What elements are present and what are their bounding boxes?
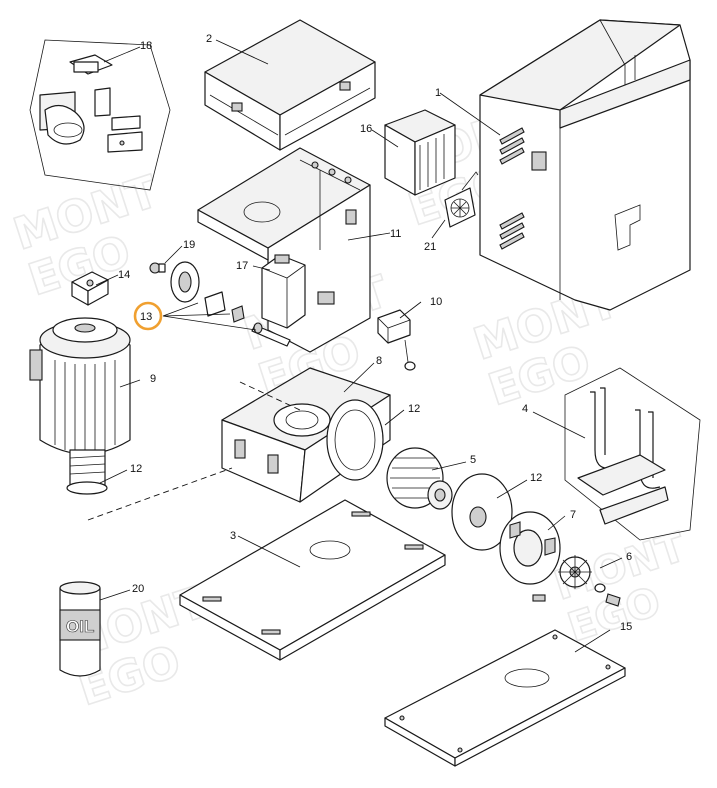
part-4-anchor-bolts [564,367,701,541]
part-20-oil-can: OIL [59,581,101,677]
label-2: 2 [206,33,212,45]
part-2-lid [204,19,376,151]
part-12-disc [451,473,513,551]
label-21: 21 [424,241,436,253]
vent-slots-bottom [499,212,525,250]
label-12-upper: 12 [408,403,420,415]
part-19-screw [149,262,166,274]
label-19: 19 [183,239,195,251]
part-12-motor-worm [66,449,108,495]
part-9-motor [29,317,131,455]
label-9: 9 [150,373,156,385]
part-18-bracket-set [29,39,171,191]
part-21-fan [444,171,479,228]
label-17: 17 [236,260,248,272]
label-4: 4 [522,403,528,415]
label-12-right: 12 [530,472,542,484]
label-11: 11 [390,228,401,240]
part-5-gear [386,447,453,510]
label-14: 14 [118,269,130,281]
label-15: 15 [620,621,632,633]
part-8-gearbox [221,367,391,503]
leader-lines [95,39,623,653]
label-10: 10 [430,296,442,308]
label-3: 3 [230,530,236,542]
label-20: 20 [132,583,144,595]
part-15-mounting-plate [384,629,626,767]
part-6-pinion [558,555,621,607]
assembly-axis-line [87,381,301,521]
part-1-housing [479,19,691,311]
label-16: 16 [360,123,372,135]
label-6: 6 [626,551,632,563]
part-3-base-plate [179,499,446,661]
label-8: 8 [376,355,382,367]
label-13: 13 [140,311,152,323]
label-12-left: 12 [130,463,142,475]
label-1: 1 [435,87,441,99]
part-16-block [384,109,456,196]
part-13-brush-assembly [170,261,291,347]
part-10-connector [377,309,416,371]
part-13-highlight-ring [133,301,163,331]
label-7: 7 [570,509,576,521]
oil-can-label: OIL [66,617,94,636]
part-14-bracket [71,271,109,306]
part-labels: 18 2 1 16 21 11 19 17 14 13 10 8 9 12 12… [118,33,632,633]
label-5: 5 [470,454,476,466]
vent-slots-top [499,127,525,165]
part-17-board [261,254,306,329]
part-7-flange [499,511,561,602]
label-18: 18 [140,40,152,52]
